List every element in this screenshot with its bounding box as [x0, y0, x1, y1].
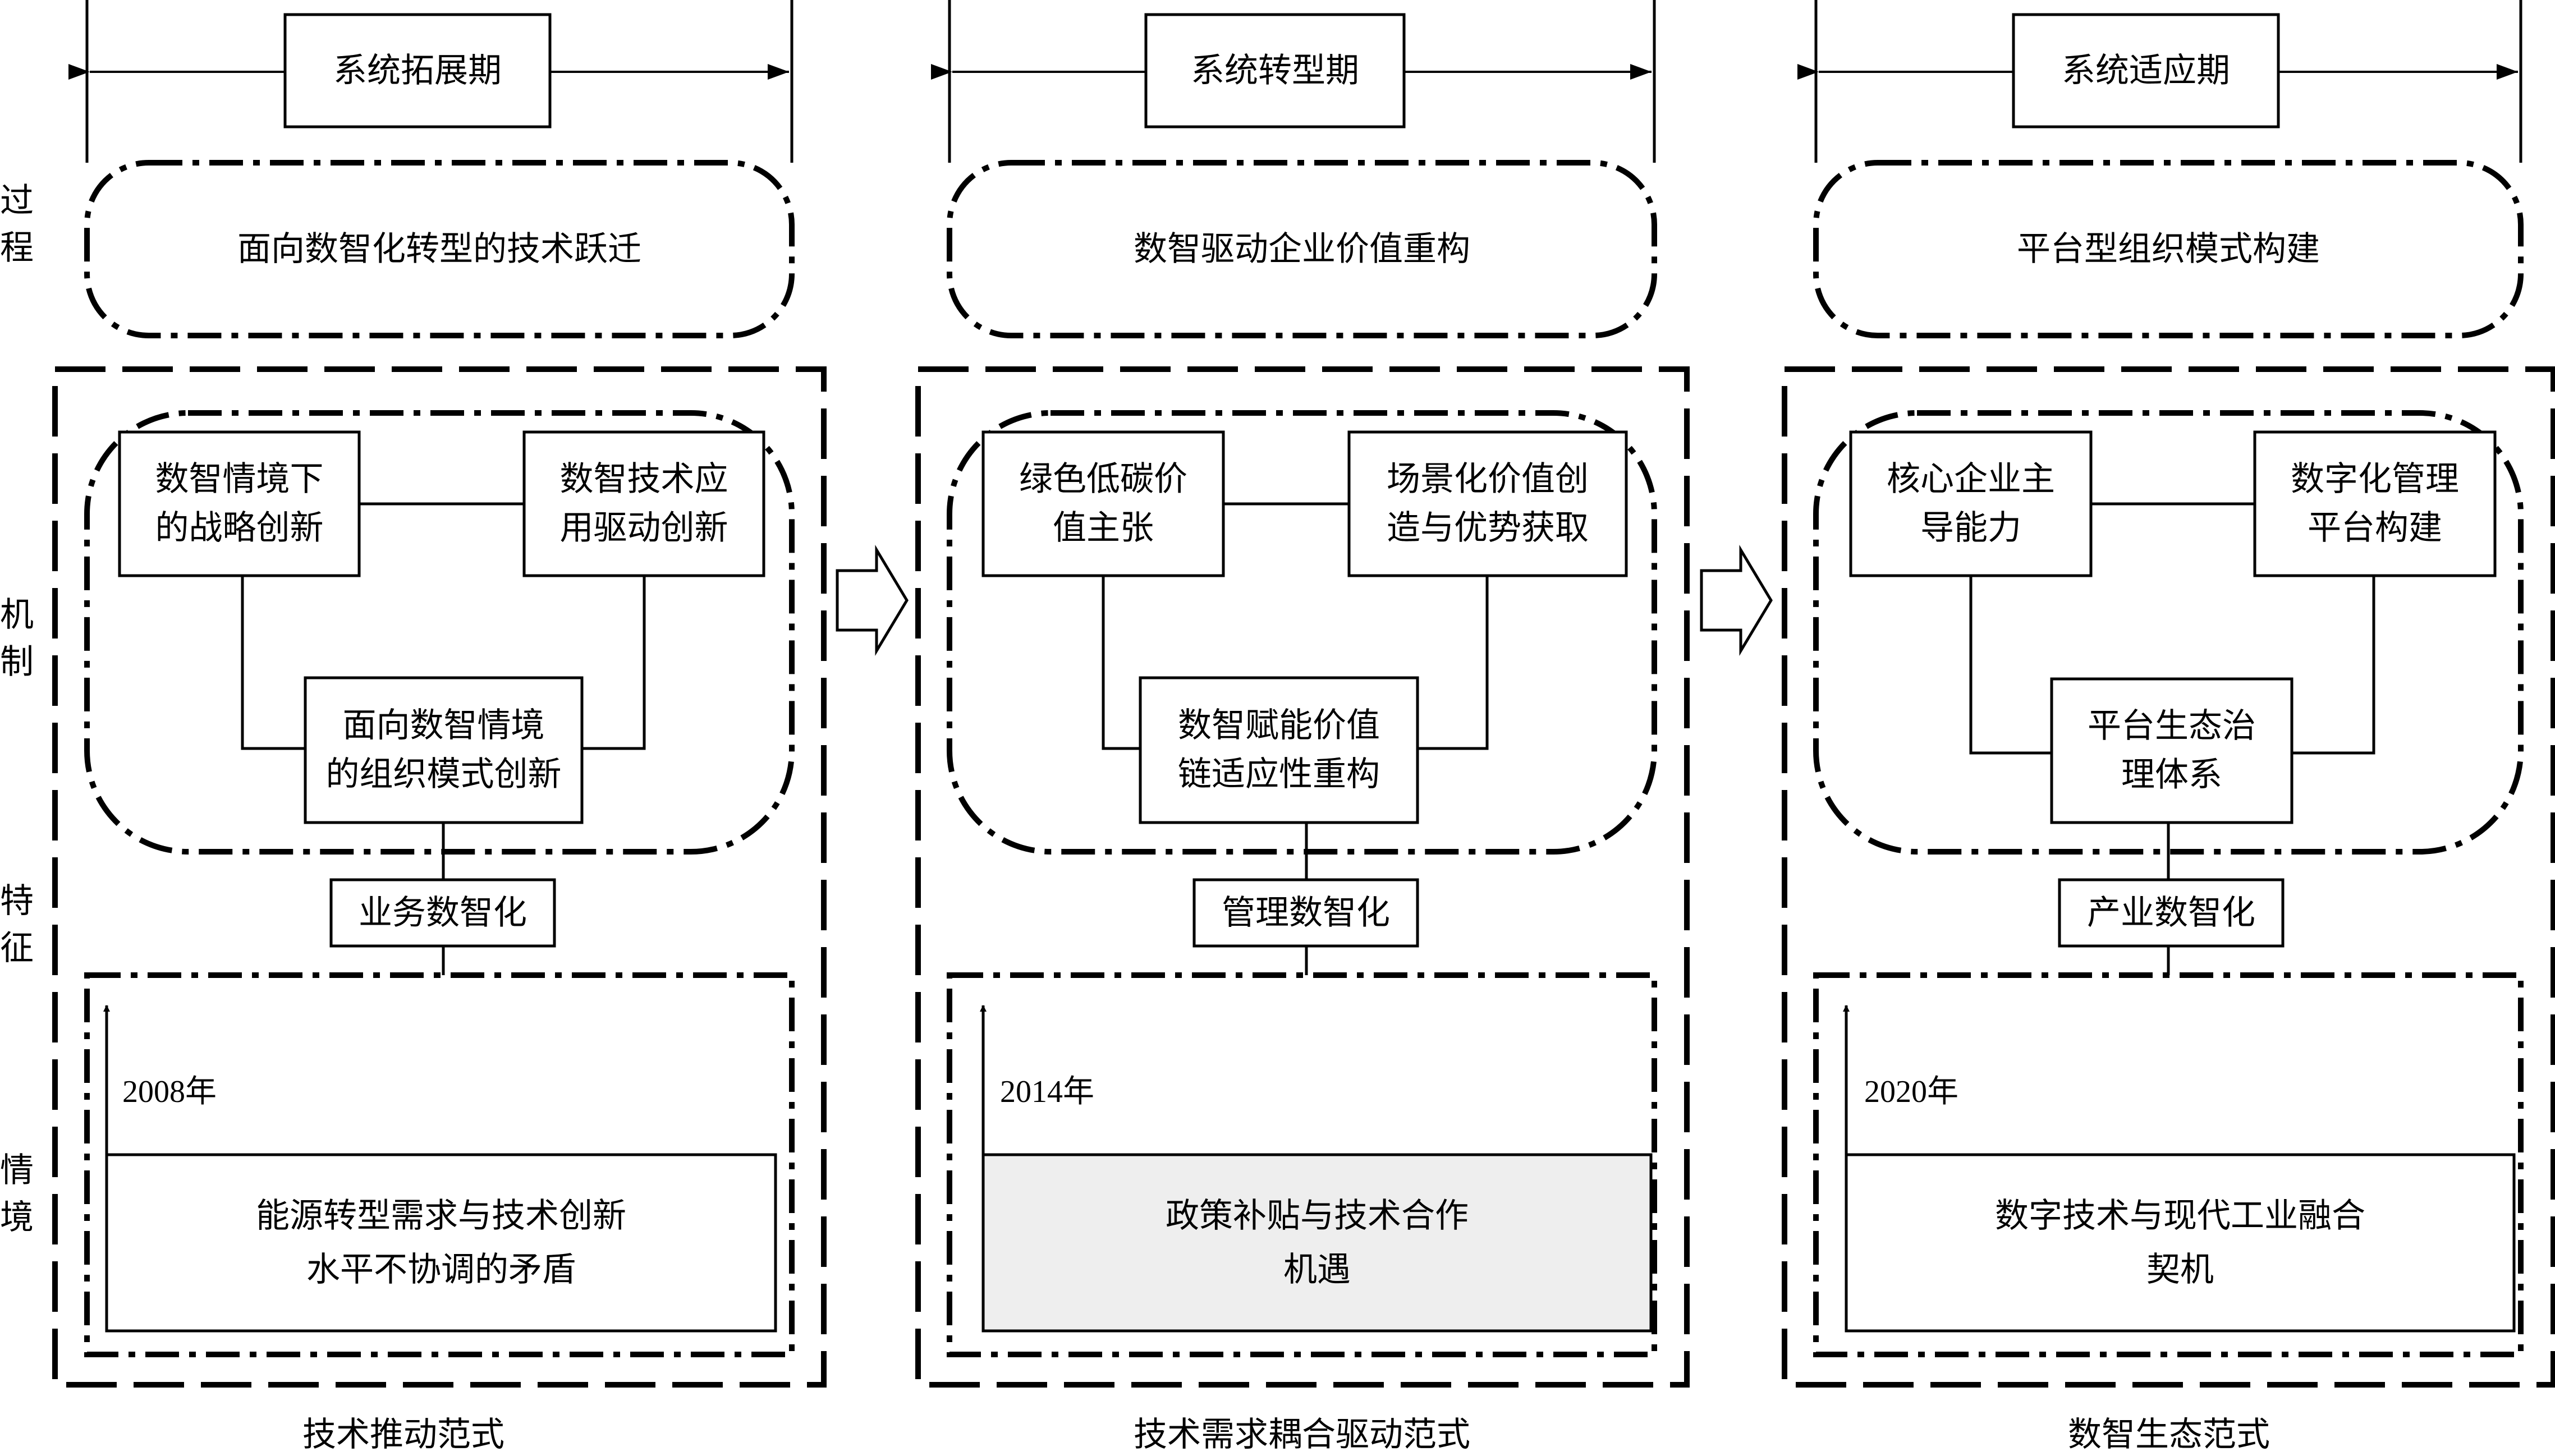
mechanism-right-2: 场景化价值创 造与优势获取	[1387, 460, 1589, 548]
context-label-3: 数字技术与现代工业融合 契机	[1995, 1196, 2365, 1289]
year-label-2: 2014年	[1000, 1074, 1094, 1109]
column-1-graphics	[52, 0, 827, 1388]
period-label-2: 系统转型期	[1191, 50, 1359, 90]
process-label-2: 数智驱动企业价值重构	[1134, 229, 1470, 269]
mechanism-left-3: 核心企业主 导能力	[1887, 460, 2055, 548]
flow-arrow-2	[1700, 544, 1773, 656]
process-label-1: 面向数智化转型的技术跃迁	[237, 229, 641, 269]
side-label-process: 过程	[0, 181, 34, 268]
feature-label-3: 产业数智化	[2087, 893, 2255, 933]
paradigm-label-2: 技术需求耦合驱动范式	[1134, 1415, 1470, 1454]
period-label-1: 系统拓展期	[333, 50, 502, 90]
paradigm-label-1: 技术推动范式	[302, 1415, 504, 1454]
feature-label-1: 业务数智化	[359, 893, 527, 933]
context-label-2: 政策补贴与技术合作 机遇	[1166, 1196, 1469, 1289]
column-3-graphics	[1782, 0, 2555, 1388]
mechanism-bottom-2: 数智赋能价值 链适应性重构	[1178, 706, 1380, 794]
mechanism-right-1: 数智技术应 用驱动创新	[559, 460, 728, 548]
mechanism-right-3: 数字化管理 平台构建	[2291, 460, 2459, 548]
side-label-feature: 特征	[0, 881, 34, 968]
paradigm-label-3: 数智生态范式	[2068, 1415, 2270, 1454]
feature-label-2: 管理数智化	[1222, 893, 1390, 933]
mechanism-bottom-3: 平台生态治 理体系	[2088, 706, 2256, 794]
side-label-context: 情境	[0, 1151, 34, 1237]
column-2-graphics	[915, 0, 1690, 1388]
mechanism-left-2: 绿色低碳价 值主张	[1019, 460, 1187, 548]
flow-arrow-1	[836, 544, 909, 656]
context-label-1: 能源转型需求与技术创新 水平不协调的矛盾	[256, 1196, 626, 1289]
process-label-3: 平台型组织模式构建	[2017, 229, 2320, 269]
period-label-3: 系统适应期	[2062, 50, 2230, 90]
mechanism-bottom-1: 面向数智情境 的组织模式创新	[325, 706, 562, 794]
mechanism-left-1: 数智情境下 的战略创新	[155, 460, 324, 548]
year-label-3: 2020年	[1864, 1074, 1958, 1109]
year-label-1: 2008年	[122, 1074, 217, 1109]
side-label-mechanism: 机制	[0, 595, 34, 682]
